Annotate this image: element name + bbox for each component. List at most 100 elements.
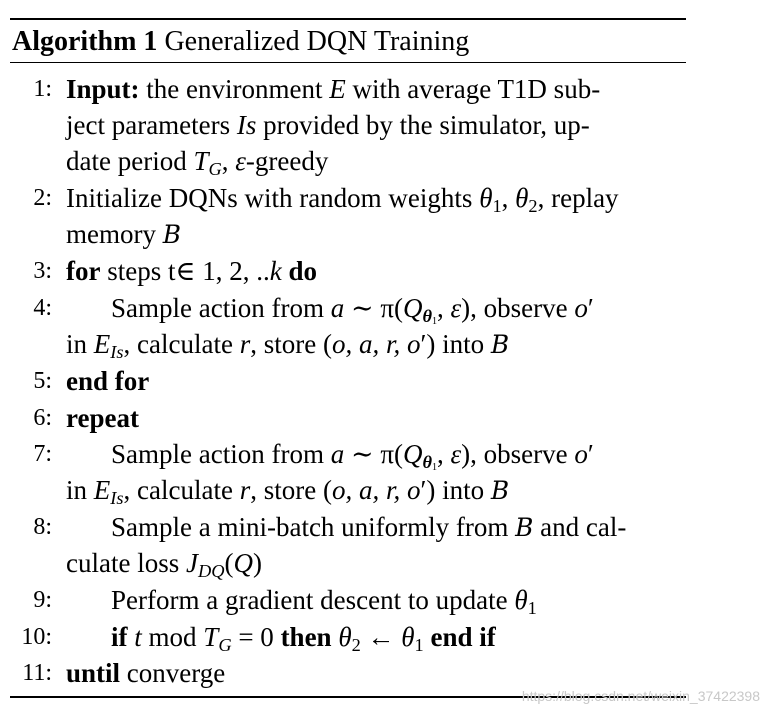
step-text: and cal- xyxy=(533,512,627,542)
math-sub: 1 xyxy=(527,598,537,619)
math-var: a xyxy=(330,439,345,469)
caption-rule xyxy=(10,62,686,64)
top-rule xyxy=(10,18,686,20)
step-text: , replay xyxy=(537,183,619,213)
step-text: culate loss xyxy=(66,548,186,578)
math-var: θ xyxy=(338,622,352,652)
step-text: ′) into xyxy=(420,329,491,359)
line-number: 1: xyxy=(33,76,52,102)
watermark: https://blog.csdn.net/weixin_37422398 xyxy=(521,688,760,704)
math-var: r xyxy=(239,475,251,505)
line-number: 3: xyxy=(33,258,52,284)
caption-label: Algorithm 1 xyxy=(12,26,158,57)
math-var: Q xyxy=(402,293,423,323)
math-var: o, a, r, o xyxy=(331,329,421,359)
step-text: ( xyxy=(224,548,234,578)
math-var: ε xyxy=(450,293,462,323)
step-1-line-b: ject parameters Is provided by the simul… xyxy=(66,108,590,142)
math-sub: 1 xyxy=(414,635,424,656)
math-var: k xyxy=(269,256,282,286)
step-text: , xyxy=(501,183,516,213)
step-text: Sample a mini-batch uniformly from xyxy=(111,512,516,542)
input-keyword: Input: xyxy=(66,74,140,104)
line-number: 8: xyxy=(33,514,52,540)
math-sub: 2 xyxy=(351,635,361,656)
step-text: in xyxy=(66,329,94,359)
then-keyword: then xyxy=(280,622,332,652)
step-text: date period xyxy=(66,146,194,176)
step-text: ) xyxy=(253,548,262,578)
step-text: , xyxy=(437,293,451,323)
math-var: E xyxy=(93,475,111,505)
step-text: ∼ π( xyxy=(344,439,403,469)
math-var: B xyxy=(515,513,534,542)
math-sub: 1 xyxy=(492,196,502,217)
step-8-line-a: Sample a mini-batch uniformly from B and… xyxy=(66,510,626,545)
math-sub: s xyxy=(116,488,124,509)
math-var: θ xyxy=(514,585,528,615)
math-sub: θ xyxy=(422,452,432,473)
math-var: a xyxy=(330,293,345,323)
step-7-line-a: Sample action from a ∼ π(Qθ1, ε), observ… xyxy=(66,437,594,473)
math-var: θ xyxy=(479,183,493,213)
math-var: B xyxy=(490,476,510,505)
step-1-line-a: Input: the environment E with average T1… xyxy=(66,72,600,106)
step-text: = 0 xyxy=(231,622,281,652)
bottom-rule xyxy=(10,696,686,698)
step-text: with average T1D sub- xyxy=(345,74,601,104)
step-text: , calculate xyxy=(123,475,240,505)
algorithm-caption: Algorithm 1 Generalized DQN Training xyxy=(12,24,469,60)
step-4-line-a: Sample action from a ∼ π(Qθ1, ε), observ… xyxy=(66,291,594,327)
if-keyword: if xyxy=(111,622,128,652)
line-number: 2: xyxy=(33,185,52,211)
step-text: ject parameters xyxy=(66,110,237,140)
step-text: converge xyxy=(120,658,226,688)
step-text: Perform a gradient descent to update xyxy=(111,585,515,615)
step-text: memory xyxy=(66,219,163,249)
step-text: the environment xyxy=(139,74,330,104)
line-number: 10: xyxy=(21,624,52,650)
math-var: ε xyxy=(450,439,462,469)
math-var: E xyxy=(329,74,346,104)
math-sub: θ xyxy=(422,306,432,327)
step-text: steps t∈ xyxy=(100,256,203,286)
step-text: mod xyxy=(141,622,204,652)
math-var: ′ xyxy=(587,293,594,323)
step-text: Initialize DQNs with random weights xyxy=(66,183,480,213)
math-var: B xyxy=(490,330,510,359)
math-var: r xyxy=(239,329,251,359)
line-number: 11: xyxy=(22,660,52,686)
step-2-line-b: memory B xyxy=(66,217,181,252)
step-text: 1, 2, .. xyxy=(202,256,270,286)
math-sub: G xyxy=(218,635,232,656)
math-var: Q xyxy=(233,548,254,578)
step-text: ), observe xyxy=(461,439,575,469)
math-var: o xyxy=(574,293,588,323)
step-text: ′) into xyxy=(420,475,491,505)
math-var: Q xyxy=(402,439,423,469)
line-number: 7: xyxy=(33,441,52,467)
math-var: θ xyxy=(515,183,529,213)
math-var: ε xyxy=(235,146,246,176)
step-2-line-a: Initialize DQNs with random weights θ1 , … xyxy=(66,181,619,215)
step-text: -greedy xyxy=(245,146,329,176)
line-number: 4: xyxy=(33,295,52,321)
math-var: ′ xyxy=(587,439,594,469)
step-text: ← xyxy=(360,622,402,652)
math-var: Is xyxy=(236,110,257,140)
do-keyword: do xyxy=(281,256,317,286)
math-var: B xyxy=(162,220,181,249)
math-var: T xyxy=(193,146,209,176)
end-if-keyword: end if xyxy=(430,622,496,652)
math-sub: I xyxy=(110,342,117,363)
step-6-line: repeat xyxy=(66,401,139,435)
step-text: ), observe xyxy=(461,293,575,323)
step-text: , calculate xyxy=(123,329,240,359)
step-text: , store ( xyxy=(250,475,332,505)
math-sub: I xyxy=(110,488,117,509)
step-text: , xyxy=(437,439,451,469)
step-7-line-b: in EIs, calculate r, store (o, a, r, o′)… xyxy=(66,473,509,508)
step-text: , store ( xyxy=(250,329,332,359)
step-9-line: Perform a gradient descent to update θ1 xyxy=(66,583,537,617)
end-for-keyword: end for xyxy=(66,366,150,396)
